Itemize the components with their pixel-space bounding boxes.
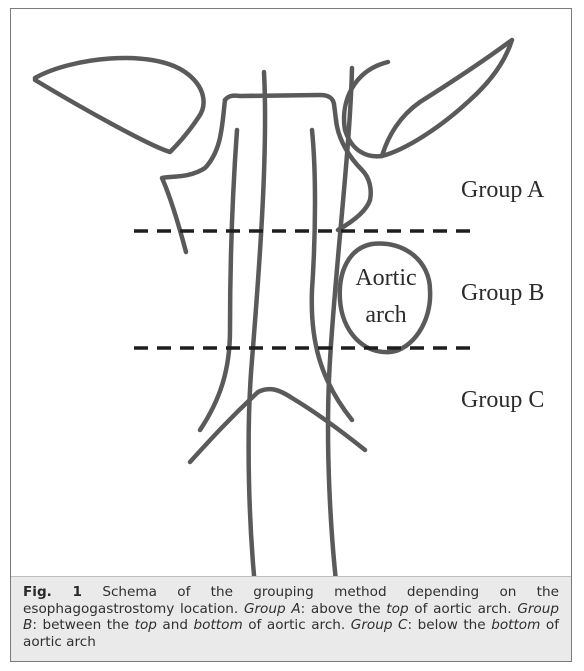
label-aortic: Aortic [355,265,416,291]
caption-top: top [135,617,157,633]
left-inner-curve [200,130,237,430]
left-shoulder-outline [35,58,204,152]
label-arch: arch [365,302,406,328]
label-group-c: Group C [461,387,544,413]
caption-text: : below the [408,617,492,633]
caption-group-c: Group C [351,617,408,633]
caption-group-a: Group A [244,601,301,617]
caption-bottom: bottom [491,617,540,633]
thoracic-top-outline [225,95,336,120]
caption-bottom: bottom [194,617,243,633]
caption-text: : between the [32,617,134,633]
esophagus-right-line [328,68,352,615]
esophagus-left-line [249,72,265,615]
caption-text: and [157,617,194,633]
caption-top: top [386,601,408,617]
caption-text: : above the [301,601,387,617]
figure-caption: Fig. 1 Schema of the grouping method dep… [11,576,571,661]
label-group-b: Group B [461,280,544,306]
caption-text: of aortic arch. [409,601,518,617]
caption-fig-label: Fig. 1 [23,584,82,600]
right-shoulder-outline [382,40,512,156]
label-group-a: Group A [461,177,545,203]
caption-text: of aortic arch. [243,617,351,633]
aortic-arch-outline [340,244,430,353]
